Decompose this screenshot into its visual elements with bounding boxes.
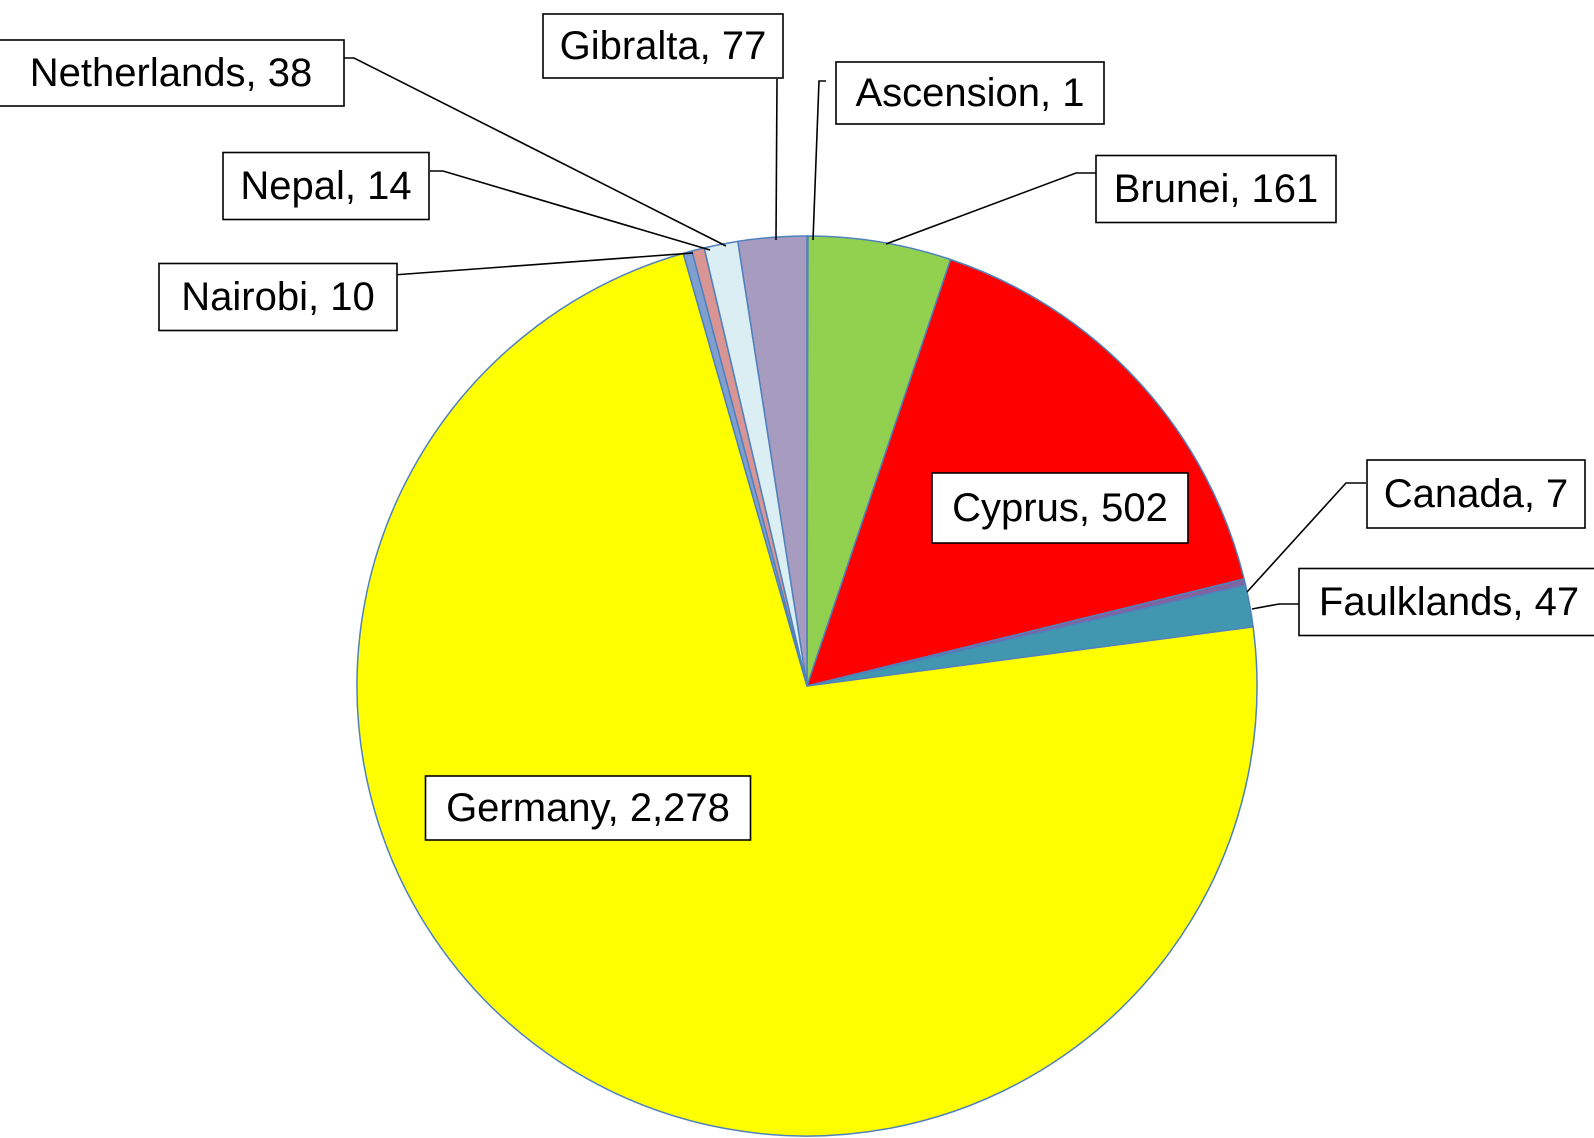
data-label-gibralta: Gibralta, 77 — [542, 13, 784, 79]
leader-line-netherlands — [344, 57, 727, 247]
data-label-box — [1298, 567, 1594, 637]
data-label-box — [158, 262, 398, 332]
data-label-box — [835, 61, 1105, 125]
data-label-text: Cyprus, 502 — [952, 486, 1168, 530]
leader-line-gibralta — [775, 79, 778, 241]
data-label-text: Canada, 7 — [1384, 472, 1569, 516]
data-label-brunei: Brunei, 161 — [1095, 154, 1337, 224]
data-label-box — [424, 775, 752, 841]
data-label-nairobi: Nairobi, 10 — [158, 262, 398, 332]
pie-slice-germany — [356, 252, 1258, 1137]
data-label-text: Germany, 2,278 — [446, 786, 730, 830]
leader-line-faulklands — [1251, 603, 1299, 610]
data-label-box — [0, 39, 345, 107]
data-label-box — [542, 13, 784, 79]
leader-line-canada — [1246, 482, 1366, 593]
pie-slice-brunei — [806, 235, 952, 687]
data-label-germany: Germany, 2,278 — [424, 775, 752, 841]
data-label-box — [222, 151, 430, 221]
data-label-text: Nepal, 14 — [240, 164, 411, 208]
data-label-nepal: Nepal, 14 — [222, 151, 430, 221]
data-label-faulklands: Faulklands, 47 — [1298, 567, 1594, 637]
data-label-text: Ascension, 1 — [855, 71, 1084, 115]
data-label-box — [1095, 154, 1337, 224]
data-label-canada: Canada, 7 — [1366, 459, 1586, 529]
data-label-cyprus: Cyprus, 502 — [931, 472, 1189, 544]
data-label-text: Nairobi, 10 — [181, 275, 374, 319]
leader-line-ascension — [812, 80, 826, 241]
data-label-text: Gibralta, 77 — [560, 24, 767, 68]
pie-slice-gibralta — [736, 235, 808, 687]
data-label-box — [931, 472, 1189, 544]
leader-line-brunei — [885, 172, 1096, 245]
data-label-text: Faulklands, 47 — [1319, 580, 1579, 624]
data-label-ascension: Ascension, 1 — [835, 61, 1105, 125]
data-label-netherlands: Netherlands, 38 — [0, 39, 345, 107]
pie-slices — [356, 235, 1258, 1137]
leader-line-nepal — [430, 170, 711, 251]
data-label-text: Brunei, 161 — [1114, 167, 1319, 211]
data-label-box — [1366, 459, 1586, 529]
data-label-text: Netherlands, 38 — [30, 51, 312, 95]
